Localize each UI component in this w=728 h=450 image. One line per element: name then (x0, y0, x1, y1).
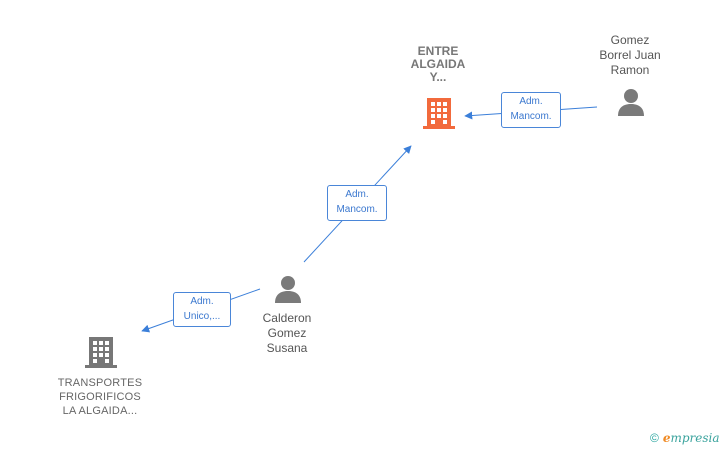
calderon-label-line: Gomez (267, 326, 307, 340)
footer-brand: © empresia (650, 428, 720, 448)
person-icon[interactable] (273, 274, 303, 304)
edge-badge-calderon-transportes[interactable]: Adm. Unico,... (173, 292, 231, 327)
calderon-label[interactable]: Calderon Gomez Susana (244, 311, 330, 356)
calderon-label-line: Calderon (262, 311, 312, 325)
person-icon[interactable] (616, 87, 646, 117)
transportes-label[interactable]: TRANSPORTES FRIGORIFICOS LA ALGAIDA... (44, 376, 156, 418)
building-icon[interactable] (85, 335, 117, 369)
empresia-logo: empresia (662, 431, 720, 445)
entre-algaida-label-line: ALGAIDA (410, 57, 466, 71)
transportes-label-line: LA ALGAIDA... (62, 405, 138, 417)
gomez-borrel-label[interactable]: Gomez Borrel Juan Ramon (584, 33, 676, 78)
edge-badge-line: Mancom. (510, 111, 552, 122)
edge-badge-line: Adm. (519, 96, 543, 107)
building-icon[interactable] (423, 96, 455, 130)
entre-algaida-label[interactable]: ENTRE ALGAIDA Y... (396, 45, 480, 84)
edge-badge-line: Mancom. (336, 204, 378, 215)
transportes-label-line: TRANSPORTES (57, 377, 143, 389)
edge-badge-line: Unico,... (183, 311, 221, 322)
edge-badge-gomez-entre[interactable]: Adm. Mancom. (501, 92, 561, 128)
edge-badge-line: Adm. (190, 296, 214, 307)
gomez-borrel-label-line: Ramon (610, 63, 650, 77)
edge-badge-line: Adm. (345, 189, 369, 200)
calderon-label-line: Susana (266, 341, 308, 355)
entre-algaida-label-line: Y... (429, 70, 447, 84)
copyright-symbol: © (650, 431, 659, 445)
entre-algaida-label-line: ENTRE (417, 44, 459, 58)
gomez-borrel-label-line: Gomez (610, 33, 650, 47)
edge-badge-calderon-entre[interactable]: Adm. Mancom. (327, 185, 387, 221)
gomez-borrel-label-line: Borrel Juan (599, 48, 661, 62)
transportes-label-line: FRIGORIFICOS (59, 391, 141, 403)
